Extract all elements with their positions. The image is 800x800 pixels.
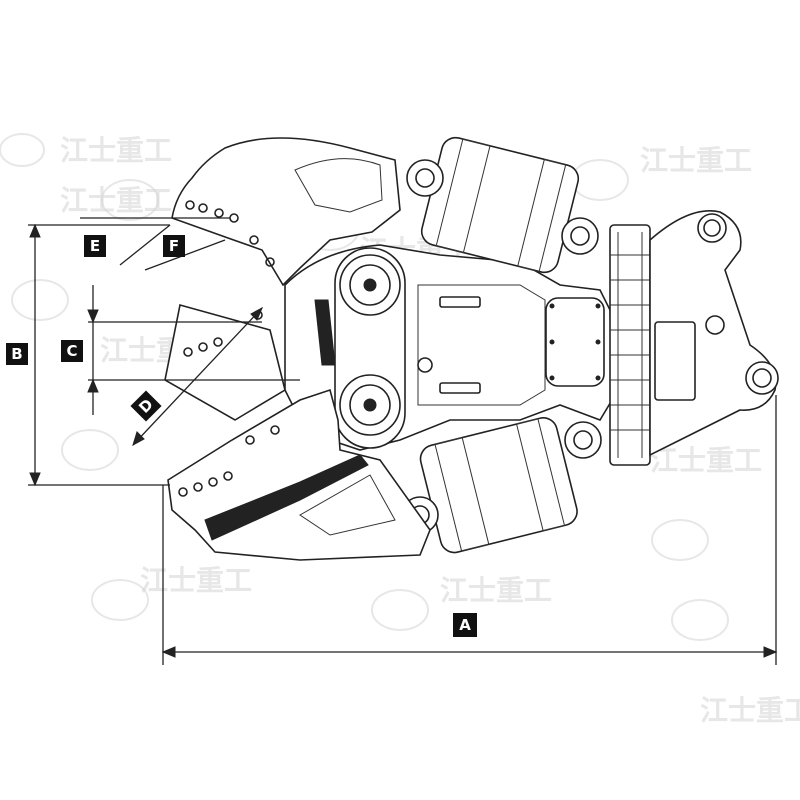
mount-pin-lower-inner <box>752 368 772 388</box>
rotator-flange <box>609 224 651 466</box>
mount-pin-upper <box>697 213 727 243</box>
upper-jaw-inner <box>294 158 383 213</box>
dimension-e-leader <box>119 224 171 266</box>
upper-jaw <box>171 137 401 287</box>
watermark-text: 江士重工 <box>60 134 172 167</box>
watermark-text: 江士重工 <box>700 694 800 727</box>
label-f: F <box>163 235 185 257</box>
label-d: D <box>130 390 162 422</box>
frame-slot-lower <box>439 382 481 394</box>
label-b: B <box>6 343 28 365</box>
label-c: C <box>61 340 83 362</box>
lower-jaw-holes <box>178 425 280 497</box>
label-f-text: F <box>169 237 179 255</box>
inspection-plate <box>545 297 605 387</box>
label-b-text: B <box>11 345 22 363</box>
upper-cylinder-pin <box>406 159 599 255</box>
upper-cylinder <box>420 136 580 274</box>
upper-jaw-tip-insert <box>164 303 286 421</box>
blade-strip-upper <box>314 299 336 366</box>
flange-ribs <box>610 232 650 458</box>
watermark-text: 江士重工 <box>140 564 252 597</box>
label-e-text: E <box>90 237 100 255</box>
shear-body <box>164 136 779 561</box>
label-e: E <box>84 235 106 257</box>
lower-cylinder <box>419 417 578 554</box>
upper-jaw-holes <box>185 200 275 267</box>
lower-blade-strip <box>204 454 369 541</box>
dimension-d-line <box>132 307 263 446</box>
label-a: A <box>453 613 477 637</box>
frame-center-hole <box>417 357 433 373</box>
inspection-plate-bolts <box>549 303 601 381</box>
pivot-lower <box>339 374 401 436</box>
label-a-text: A <box>459 616 471 634</box>
lower-jaw-inner <box>299 474 396 536</box>
watermark-text: 江士重工 <box>650 444 762 477</box>
dimension-lines <box>28 217 778 665</box>
frame-inner-contour <box>417 284 546 406</box>
mount-hole <box>705 315 725 335</box>
watermark-text: 江士重工 <box>60 184 172 217</box>
watermark-text: 江士重工 <box>640 144 752 177</box>
mount-pin-lower <box>745 361 779 395</box>
label-c-text: C <box>66 342 77 360</box>
watermark-text: 江士重工 <box>440 574 552 607</box>
frame-slot-upper <box>439 296 481 308</box>
mount-pin-upper-inner <box>703 219 721 237</box>
pivot-upper <box>339 254 401 316</box>
watermark-logo <box>0 133 729 641</box>
hydraulic-block <box>654 321 696 401</box>
